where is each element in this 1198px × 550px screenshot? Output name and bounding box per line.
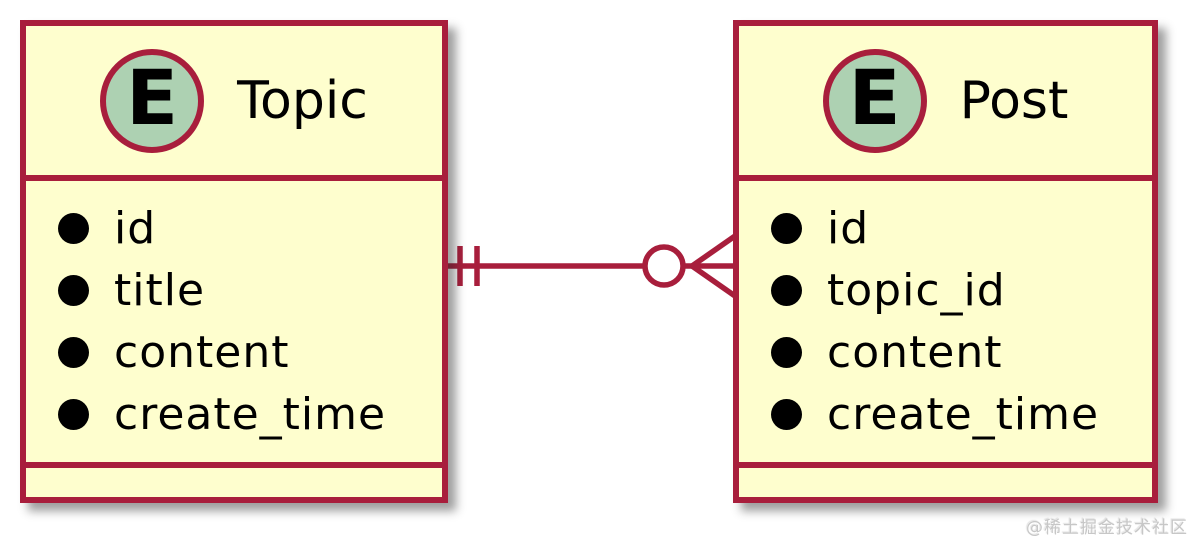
field-row: create_time — [771, 383, 1152, 445]
field-label: id — [114, 202, 157, 254]
compartment-divider — [739, 462, 1152, 468]
field-bullet-icon — [58, 398, 89, 430]
field-bullet-icon — [58, 274, 89, 306]
entity-stereotype-icon: E — [822, 48, 927, 153]
field-label: create_time — [114, 388, 387, 440]
entity-post-fields: id topic_id content create_time — [739, 181, 1152, 462]
field-row: create_time — [58, 383, 442, 445]
crowfoot-top-prong-icon — [690, 233, 737, 269]
field-bullet-icon — [58, 212, 89, 244]
entity-post-header: E Post — [739, 26, 1152, 175]
field-label: id — [827, 202, 870, 254]
field-label: content — [827, 326, 1003, 378]
field-bullet-icon — [58, 336, 89, 368]
field-label: topic_id — [827, 264, 1006, 316]
entity-topic: E Topic id title content create_time — [20, 20, 448, 503]
stereotype-letter: E — [848, 52, 901, 142]
field-row: title — [58, 259, 442, 321]
entity-topic-empty-compartment — [26, 468, 442, 497]
field-bullet-icon — [771, 336, 802, 368]
entity-topic-fields: id title content create_time — [26, 181, 442, 462]
compartment-divider — [26, 462, 442, 468]
entity-post-empty-compartment — [739, 468, 1152, 497]
stereotype-letter: E — [126, 52, 179, 142]
entity-name: Topic — [237, 70, 368, 131]
field-row: id — [771, 197, 1152, 259]
compartment-divider — [26, 175, 442, 181]
entity-topic-header: E Topic — [26, 26, 442, 175]
entity-name: Post — [959, 70, 1069, 131]
watermark-text: @稀土掘金技术社区 — [1026, 518, 1188, 538]
field-row: content — [58, 321, 442, 383]
compartment-divider — [739, 175, 1152, 181]
cardinality-zero-circle-icon — [642, 244, 686, 288]
crowfoot-bottom-prong-icon — [690, 263, 737, 299]
field-row: id — [58, 197, 442, 259]
entity-stereotype-icon: E — [100, 48, 205, 153]
field-bullet-icon — [771, 212, 802, 244]
field-label: content — [114, 326, 290, 378]
field-label: create_time — [827, 388, 1100, 440]
field-bullet-icon — [771, 274, 802, 306]
field-row: topic_id — [771, 259, 1152, 321]
field-label: title — [114, 264, 206, 316]
entity-post: E Post id topic_id content create_time — [733, 20, 1158, 503]
field-bullet-icon — [771, 398, 802, 430]
field-row: content — [771, 321, 1152, 383]
